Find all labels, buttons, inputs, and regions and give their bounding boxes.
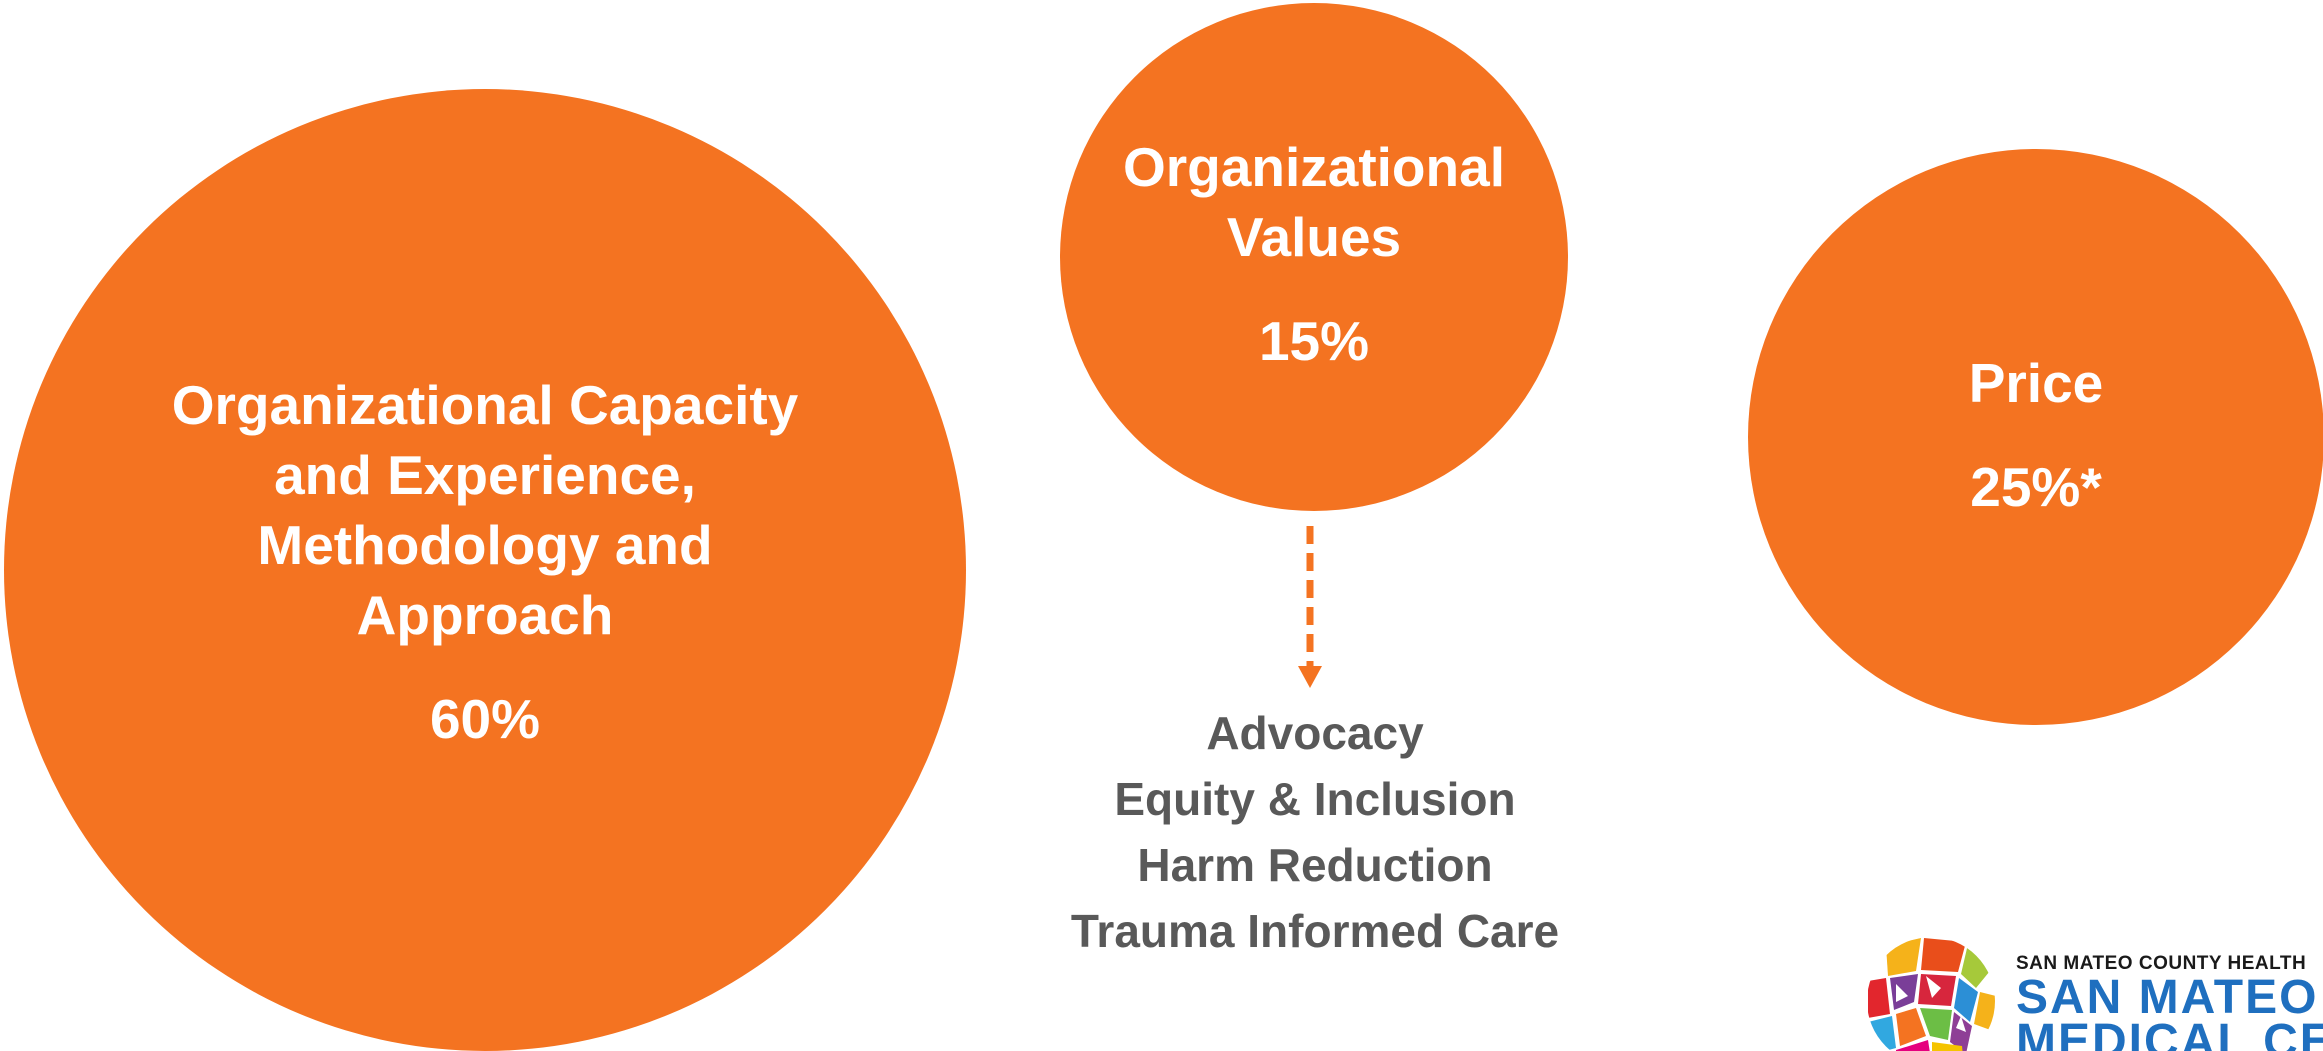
capacity-circle-content: Organizational Capacity and Experience, … (105, 370, 865, 754)
capacity-title: Organizational Capacity and Experience, … (105, 370, 865, 650)
price-circle-content: Price 25%* (1969, 348, 2104, 522)
values-title-line: Values (1226, 206, 1402, 268)
logo-name-line: MEDICAL CENTER (2016, 1015, 2323, 1051)
values-list-item: Advocacy (1206, 707, 1424, 759)
logo-org-name: SAN MATEO COUNTY HEALTH (2016, 953, 2307, 974)
organization-logo: SAN MATEO COUNTY HEALTH SAN MATEO MEDICA… (1866, 936, 2323, 1051)
capacity-title-line: Methodology and (257, 514, 713, 576)
price-circle: Price 25%* (1748, 149, 2323, 725)
mosaic-globe-icon (1867, 937, 1995, 1051)
capacity-title-line: Organizational Capacity (171, 374, 799, 436)
values-percent: 15% (1258, 310, 1370, 372)
capacity-title-line: Approach (356, 584, 614, 646)
logo-text: SAN MATEO COUNTY HEALTH SAN MATEO MEDICA… (2016, 952, 2323, 1051)
values-title-line: Organizational (1123, 136, 1505, 198)
price-title: Price (1969, 348, 2104, 418)
capacity-title-line: and Experience, (274, 444, 696, 506)
values-list-item: Harm Reduction (1137, 839, 1493, 891)
values-circle-content: Organizational Values 15% (1084, 132, 1544, 376)
logo-name-line: SAN MATEO (2016, 971, 2319, 1024)
values-circle: Organizational Values 15% (1060, 3, 1568, 511)
values-title: Organizational Values (1084, 132, 1544, 272)
values-list: Advocacy Equity & Inclusion Harm Reducti… (1010, 700, 1620, 964)
dashed-down-arrow-icon (1298, 526, 1322, 688)
values-list-item: Trauma Informed Care (1070, 905, 1560, 957)
capacity-circle: Organizational Capacity and Experience, … (4, 89, 966, 1051)
price-percent: 25%* (1970, 456, 2102, 518)
price-title-line: Price (1968, 352, 2104, 414)
capacity-percent: 60% (429, 688, 541, 750)
values-list-item: Equity & Inclusion (1114, 773, 1516, 825)
